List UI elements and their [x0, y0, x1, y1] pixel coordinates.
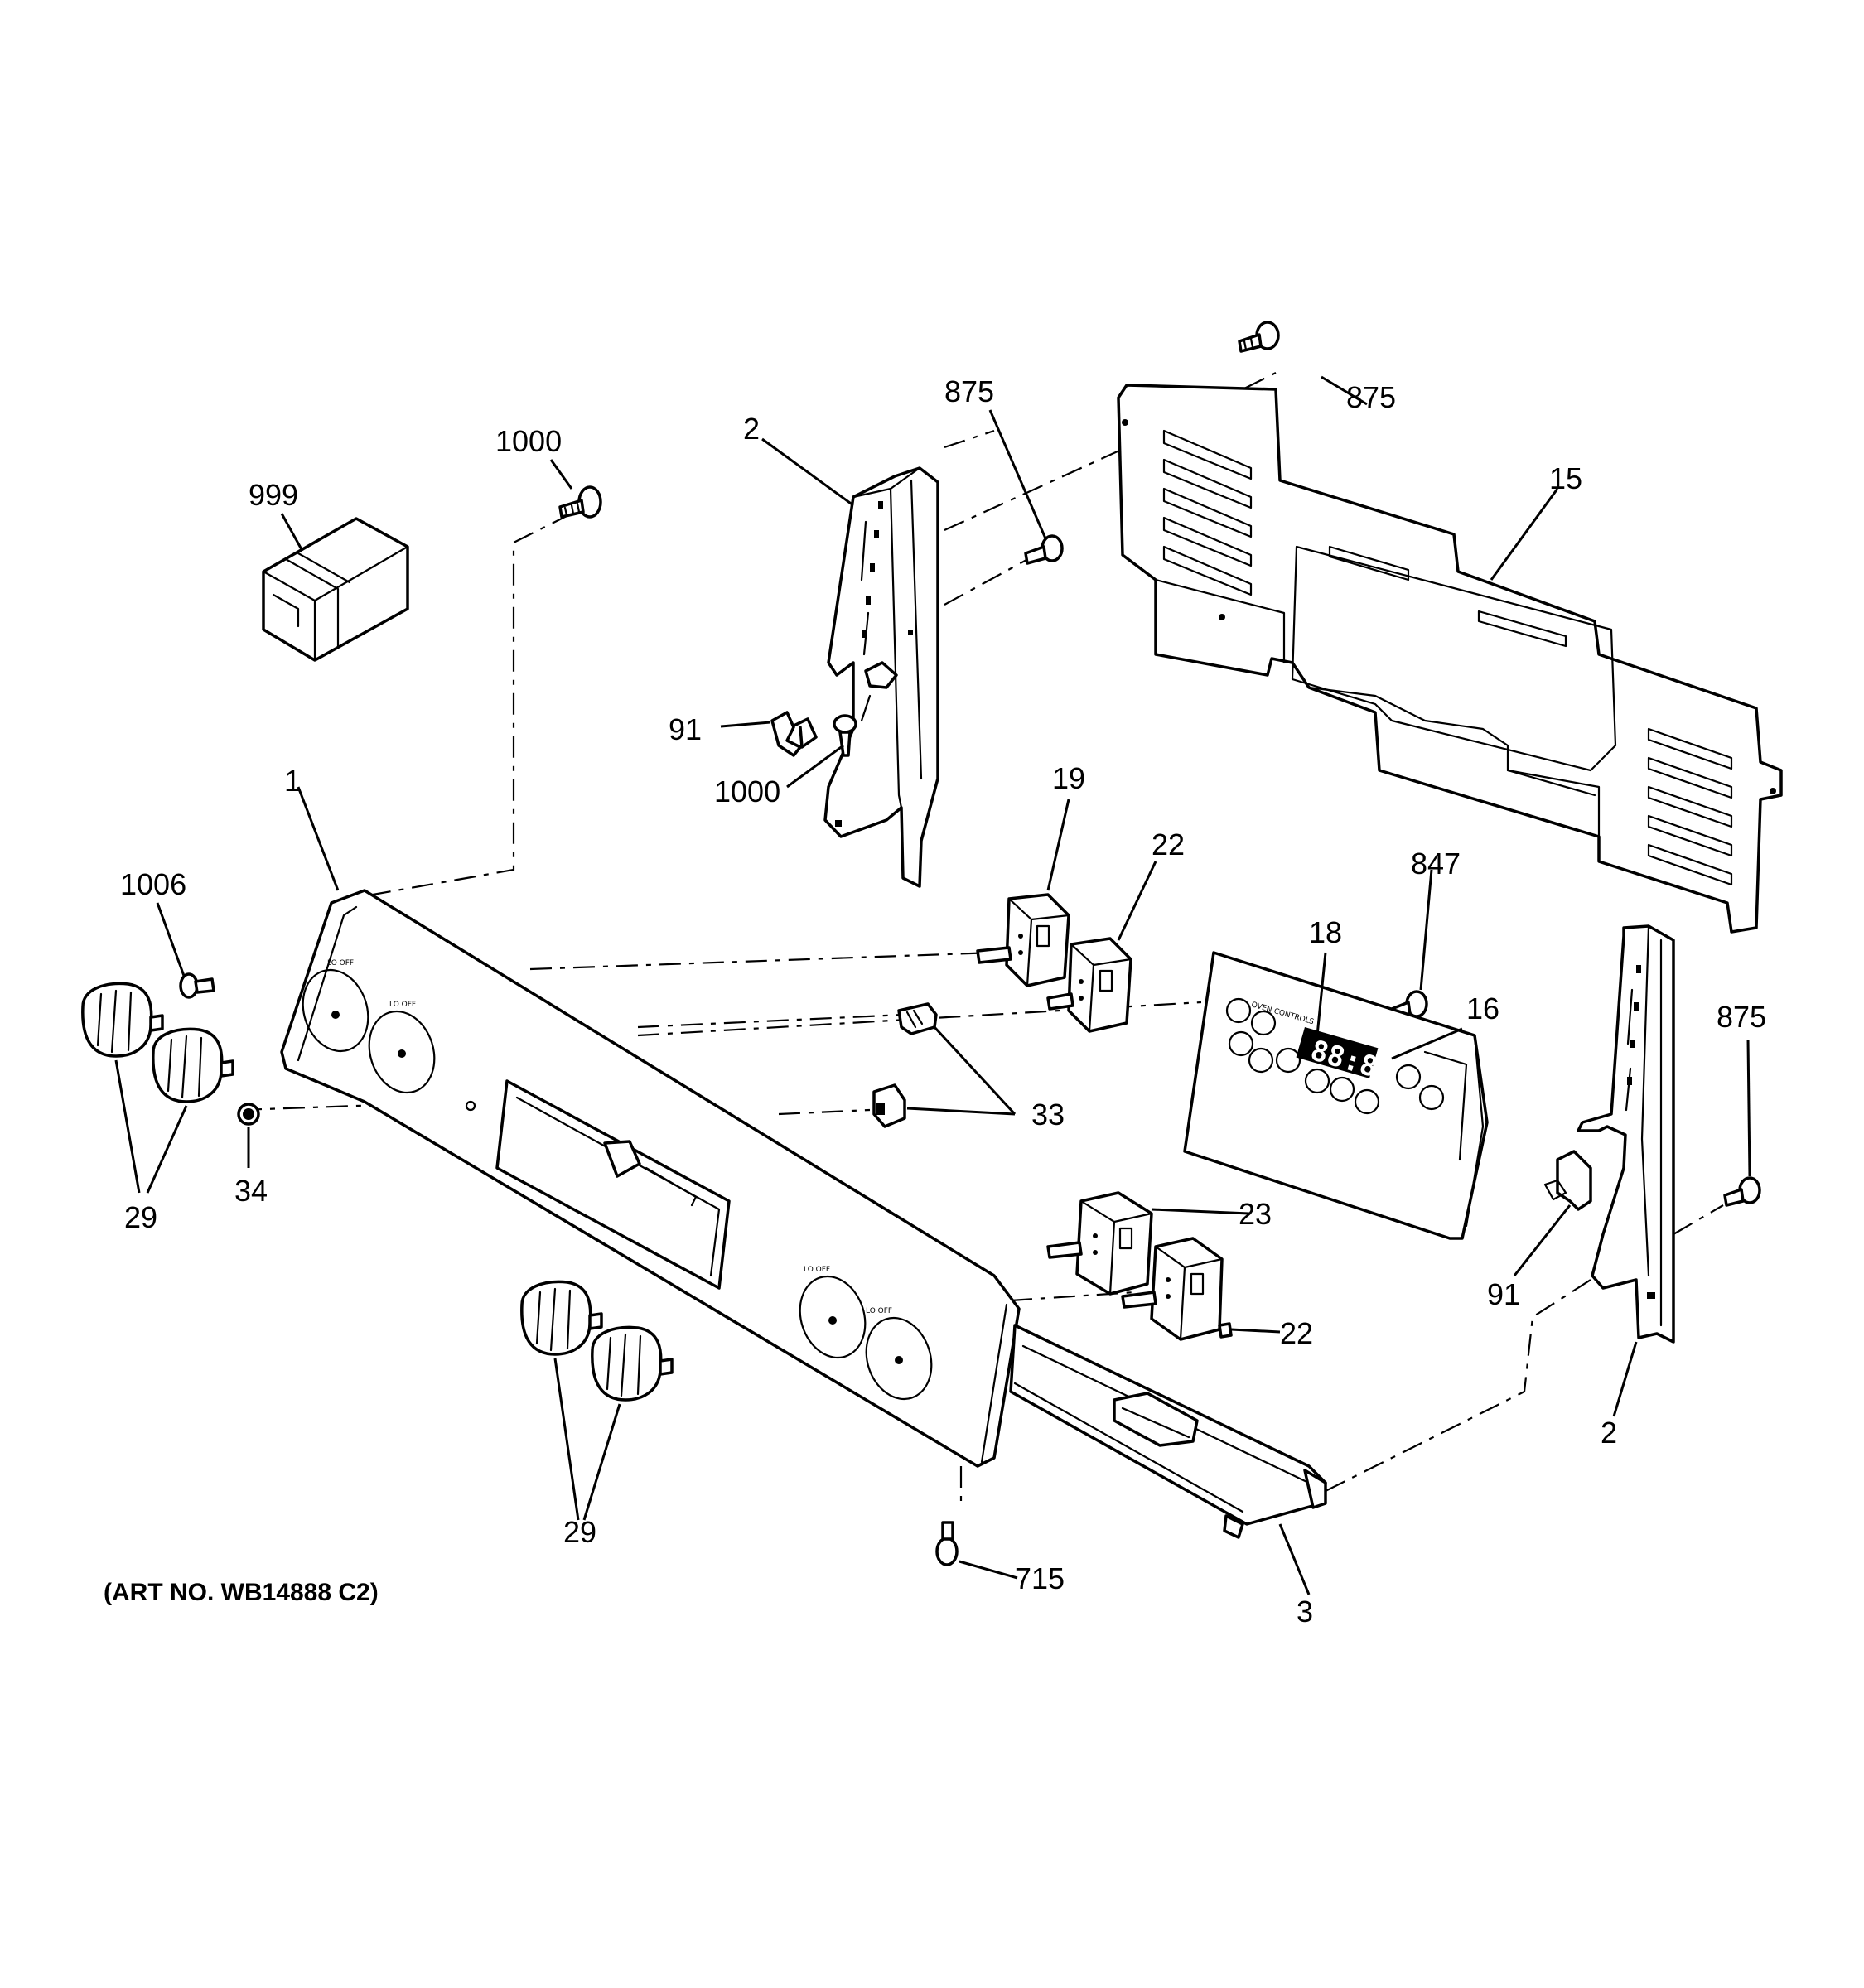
infinite-switch-22-bottom: [1121, 1237, 1233, 1341]
svg-text:LO OFF: LO OFF: [866, 1307, 892, 1315]
rocker-switch-33-bottom: [872, 1083, 906, 1128]
infinite-switch-22-top: [1046, 937, 1132, 1033]
svg-text:LO OFF: LO OFF: [804, 1266, 830, 1274]
callout-1000-mid: 1000: [714, 774, 780, 808]
infinite-switch-23: [1046, 1191, 1153, 1296]
screw-875-top: [1238, 321, 1280, 353]
callout-875-mid: 875: [944, 374, 994, 408]
callout-29-bottom: 29: [563, 1515, 596, 1549]
callout-22-bottom: 22: [1280, 1316, 1313, 1350]
callout-1000-top: 1000: [495, 424, 562, 458]
callout-labels: 999 1000 2 875 875 15 91 1000 1 1006 19 …: [104, 374, 1766, 1629]
callout-33: 33: [1031, 1098, 1065, 1132]
callout-2-right: 2: [1601, 1416, 1617, 1450]
screw-1006: [179, 972, 215, 999]
infinite-switch-19: [976, 893, 1070, 987]
left-side-bracket: [823, 466, 939, 888]
art-number: (ART NO. WB14888 C2): [104, 1579, 379, 1606]
callout-3: 3: [1297, 1595, 1313, 1629]
callout-34: 34: [234, 1174, 268, 1208]
assembly-lines: [239, 372, 1724, 1508]
svg-text:LO OFF: LO OFF: [389, 1001, 416, 1009]
callout-1: 1: [284, 764, 301, 798]
control-board: OVEN CONTROLS 88:88: [1183, 951, 1489, 1240]
knob-29-bottom-2: [591, 1325, 674, 1402]
callout-999: 999: [249, 478, 298, 512]
right-side-bracket: [1577, 924, 1675, 1344]
callout-875-right: 875: [1717, 1000, 1766, 1034]
knob-29-left-2: [152, 1027, 234, 1103]
parts-box: [262, 517, 409, 662]
trim-strip: [1009, 1324, 1327, 1539]
clip-91-right: [1543, 1150, 1592, 1211]
callout-91-right: 91: [1487, 1277, 1520, 1311]
screw-875-mid: [1024, 534, 1064, 565]
screw-875-right: [1723, 1176, 1761, 1207]
knob-29-left-1: [81, 982, 164, 1058]
screw-715: [935, 1521, 959, 1566]
plug-34: [237, 1103, 260, 1126]
callout-18: 18: [1309, 915, 1342, 949]
callout-29-left: 29: [124, 1200, 157, 1234]
rocker-switch-33-top: [897, 1002, 938, 1035]
control-panel-backsplash: LO OFF LO OFF LO OFF LO OFF: [280, 889, 1021, 1468]
callout-23: 23: [1239, 1197, 1272, 1231]
svg-text:LO OFF: LO OFF: [327, 959, 354, 967]
callout-16: 16: [1466, 992, 1499, 1025]
callout-1006: 1006: [120, 867, 186, 901]
rear-panel: [1117, 384, 1783, 934]
callout-22-top: 22: [1152, 828, 1185, 861]
callout-91-left: 91: [669, 712, 702, 746]
callout-19: 19: [1052, 761, 1085, 795]
clip-91-left: [770, 711, 818, 757]
leader-lines: [114, 375, 1751, 1595]
callout-715: 715: [1015, 1561, 1065, 1595]
callout-15: 15: [1549, 461, 1582, 495]
callout-847: 847: [1411, 847, 1461, 881]
knob-29-bottom-1: [520, 1280, 603, 1356]
screw-1000-top: [558, 485, 602, 519]
callout-875-top: 875: [1346, 380, 1396, 414]
callout-2-left: 2: [743, 412, 760, 446]
